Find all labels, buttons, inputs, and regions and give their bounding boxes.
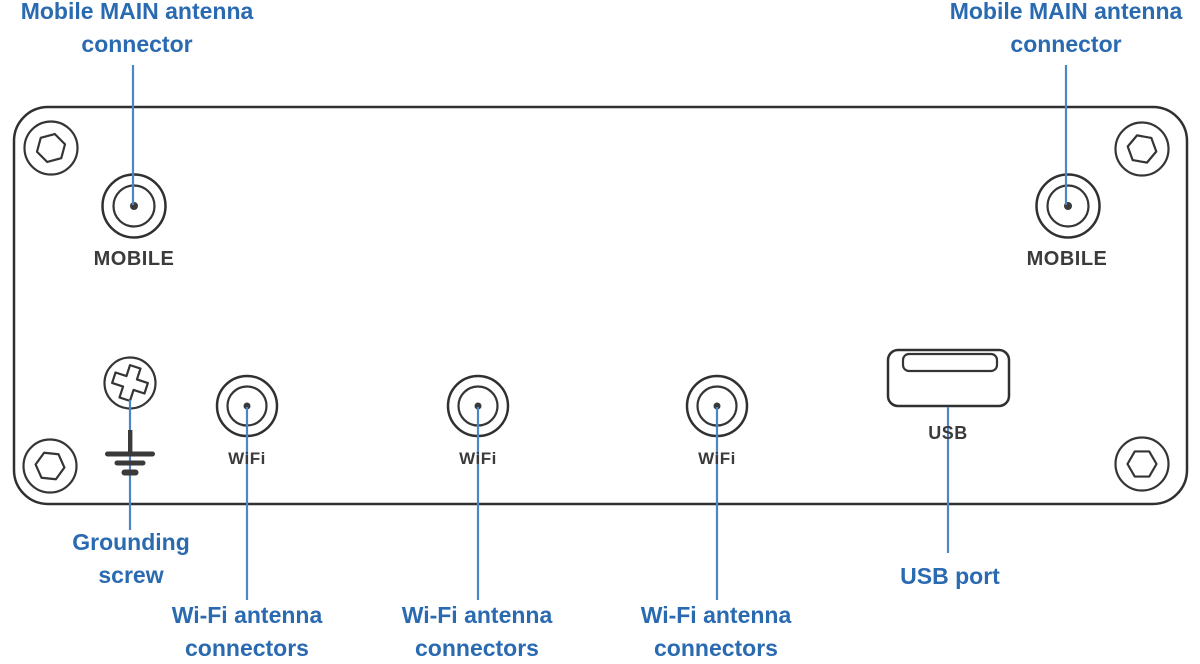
ground-symbol-icon <box>105 430 155 476</box>
callout-usb-port: USB port <box>850 560 1050 593</box>
callout-line: connector <box>1010 31 1122 57</box>
device-panel-outline <box>12 105 1189 506</box>
mobile-antenna-connector-icon-right <box>1035 173 1101 239</box>
callout-line: Wi-Fi antenna <box>640 602 792 628</box>
hex-screw-icon-bottom-left <box>22 438 78 494</box>
callout-wifi-antenna-1: Wi-Fi antenna connectors <box>147 599 347 664</box>
callout-line: Mobile MAIN antenna <box>949 0 1183 24</box>
callout-line: connectors <box>415 635 539 661</box>
panel-label-wifi-1: WiFi <box>228 449 266 468</box>
callout-line: connectors <box>185 635 309 661</box>
callout-line: Mobile MAIN antenna <box>20 0 254 24</box>
panel-label-usb: USB <box>928 423 968 443</box>
panel-label-mobile-right: MOBILE <box>1026 248 1108 270</box>
hex-screw-icon-top-left <box>23 120 79 176</box>
usb-port-icon <box>886 348 1011 408</box>
callout-line: screw <box>98 562 164 588</box>
callout-wifi-antenna-2: Wi-Fi antenna connectors <box>377 599 577 664</box>
panel-label-mobile-left: MOBILE <box>93 248 175 270</box>
callout-line: connector <box>81 31 193 57</box>
panel-label-wifi-2: WiFi <box>459 449 497 468</box>
callout-line: Wi-Fi antenna <box>401 602 553 628</box>
panel-label-wifi-3: WiFi <box>698 449 736 468</box>
callout-line: Wi-Fi antenna <box>171 602 323 628</box>
hex-screw-icon-bottom-right <box>1114 436 1170 492</box>
callout-mobile-main-top-right: Mobile MAIN antenna connector <box>936 0 1196 61</box>
callout-wifi-antenna-3: Wi-Fi antenna connectors <box>616 599 816 664</box>
hex-screw-icon-top-right <box>1114 121 1170 177</box>
callout-line: Grounding <box>72 529 190 555</box>
callout-grounding-screw: Grounding screw <box>41 526 221 592</box>
callout-line: connectors <box>654 635 778 661</box>
callout-line: USB port <box>900 563 1000 589</box>
callout-mobile-main-top-left: Mobile MAIN antenna connector <box>7 0 267 61</box>
